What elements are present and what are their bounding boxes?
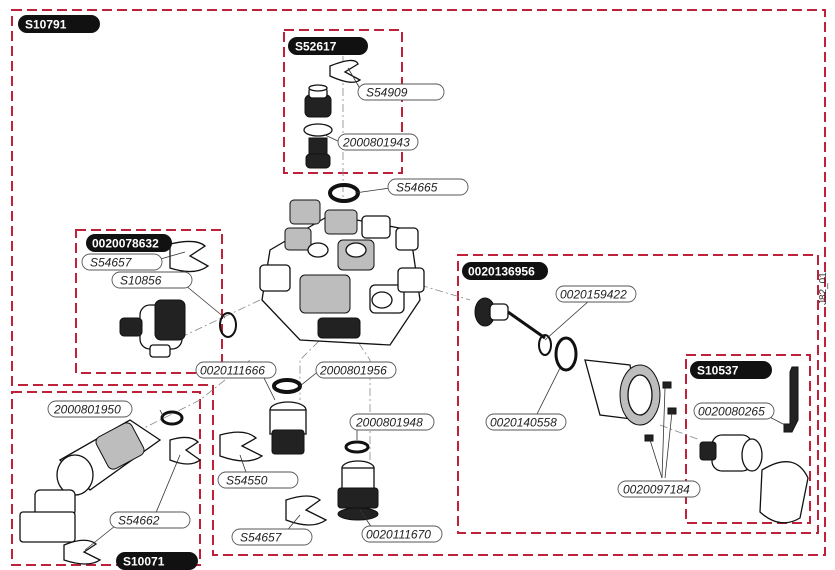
part-label-2000801956: 2000801956 bbox=[315, 361, 397, 379]
group-label-s10791: S10791 bbox=[25, 18, 67, 32]
clip-s54662-bottom-shape bbox=[63, 539, 102, 565]
o-ring-0020140558-shape bbox=[554, 336, 578, 372]
o-ring-s10856-shape bbox=[219, 312, 237, 338]
part-label-0020140558: 0020140558 bbox=[485, 413, 567, 431]
svg-text:0020111670: 0020111670 bbox=[366, 527, 431, 541]
fitting-0020111666-shape bbox=[269, 401, 307, 455]
svg-text:S10856: S10856 bbox=[120, 273, 162, 287]
svg-text:S54657: S54657 bbox=[240, 530, 283, 544]
clip-s54550-shape bbox=[219, 431, 264, 462]
drain-valve-shape bbox=[119, 299, 186, 358]
group-label-0020136956: 0020136956 bbox=[468, 265, 535, 279]
valve-body-shape bbox=[259, 199, 425, 346]
part-labels: S54909 2000801943 S54665 S54657 S10856 0… bbox=[47, 83, 775, 546]
svg-text:S54662: S54662 bbox=[118, 513, 160, 527]
part-label-0020159422: 0020159422 bbox=[555, 285, 637, 303]
cover-s10537-shape bbox=[759, 461, 809, 524]
group-box-s10071 bbox=[11, 391, 201, 566]
svg-text:2000801956: 2000801956 bbox=[319, 363, 387, 377]
svg-text:0020140558: 0020140558 bbox=[490, 415, 557, 429]
group-label-s10537: S10537 bbox=[697, 364, 739, 378]
o-ring-2000801956-shape bbox=[272, 378, 302, 394]
clip-s54657-left-shape bbox=[169, 240, 210, 273]
svg-text:2000801943: 2000801943 bbox=[342, 135, 410, 149]
svg-text:S54657: S54657 bbox=[90, 255, 133, 269]
part-artwork bbox=[19, 59, 809, 565]
group-box-s10537 bbox=[685, 354, 811, 524]
pump-motor-s10071-shape bbox=[19, 419, 162, 543]
figure-reference: J82_01 bbox=[818, 272, 829, 305]
svg-text:0020111666: 0020111666 bbox=[200, 363, 265, 377]
o-ring-0020159422-shape bbox=[538, 334, 552, 356]
svg-text:0020080265: 0020080265 bbox=[698, 404, 765, 418]
part-label-0020097184: 0020097184 bbox=[617, 480, 701, 498]
svg-text:2000801948: 2000801948 bbox=[355, 415, 423, 429]
group-box-0020136956 bbox=[457, 254, 819, 534]
group-box-s52617 bbox=[283, 29, 403, 174]
group-badge-0020136956: 0020136956 bbox=[462, 262, 548, 280]
group-label-s52617: S52617 bbox=[295, 40, 337, 54]
group-badges: S10791 S52617 0020078632 0020136956 S105… bbox=[18, 15, 772, 570]
part-label-0020111666: 0020111666 bbox=[195, 361, 277, 379]
part-label-2000801950: 2000801950 bbox=[47, 400, 133, 418]
clip-s54657-bottom-shape bbox=[285, 495, 328, 526]
o-ring-s54665-shape bbox=[328, 183, 360, 203]
svg-text:0020097184: 0020097184 bbox=[623, 482, 690, 496]
part-label-s54657-bottom: S54657 bbox=[231, 528, 313, 546]
svg-text:0020159422: 0020159422 bbox=[560, 287, 627, 301]
group-box-s10791 bbox=[11, 9, 826, 556]
group-badge-s10791: S10791 bbox=[18, 15, 100, 33]
svg-text:S54550: S54550 bbox=[226, 473, 268, 487]
group-boundaries bbox=[11, 9, 826, 566]
group-label-s10071: S10071 bbox=[123, 555, 165, 569]
svg-text:S54909: S54909 bbox=[366, 85, 408, 99]
svg-text:S54665: S54665 bbox=[396, 180, 438, 194]
part-label-2000801943: 2000801943 bbox=[337, 133, 419, 151]
part-label-2000801948: 2000801948 bbox=[349, 413, 435, 431]
group-label-0020078632: 0020078632 bbox=[92, 237, 159, 251]
leader-lines bbox=[84, 67, 786, 551]
part-label-0020080265: 0020080265 bbox=[693, 402, 775, 420]
cartridge-top-shape bbox=[304, 84, 332, 118]
bracket-0020080265-shape bbox=[783, 366, 799, 433]
shaft-assembly-shape bbox=[474, 297, 546, 340]
part-label-s54909: S54909 bbox=[357, 83, 445, 101]
part-label-s54657-left: S54657 bbox=[81, 253, 163, 271]
cartridge-bottom-shape bbox=[303, 123, 333, 169]
motor-housing-shape bbox=[584, 359, 661, 426]
group-badge-0020078632: 0020078632 bbox=[86, 234, 172, 252]
fitting-0020111670-shape bbox=[337, 460, 379, 521]
o-ring-2000801948-shape bbox=[344, 440, 370, 454]
group-badge-s10071: S10071 bbox=[116, 552, 198, 570]
part-label-s10856: S10856 bbox=[111, 271, 193, 289]
clip-s54909-shape bbox=[329, 59, 362, 83]
part-label-s54550: S54550 bbox=[217, 471, 299, 489]
part-label-0020111670: 0020111670 bbox=[361, 525, 443, 543]
part-label-s54662: S54662 bbox=[109, 511, 191, 529]
svg-text:2000801950: 2000801950 bbox=[53, 402, 121, 416]
o-ring-2000801950-shape bbox=[160, 410, 184, 426]
group-badge-s10537: S10537 bbox=[690, 361, 772, 379]
group-badge-s52617: S52617 bbox=[288, 37, 368, 55]
clip-s54662-top-shape bbox=[169, 436, 202, 465]
sensor-s10537-shape bbox=[699, 434, 763, 472]
part-label-s54665: S54665 bbox=[387, 178, 469, 196]
